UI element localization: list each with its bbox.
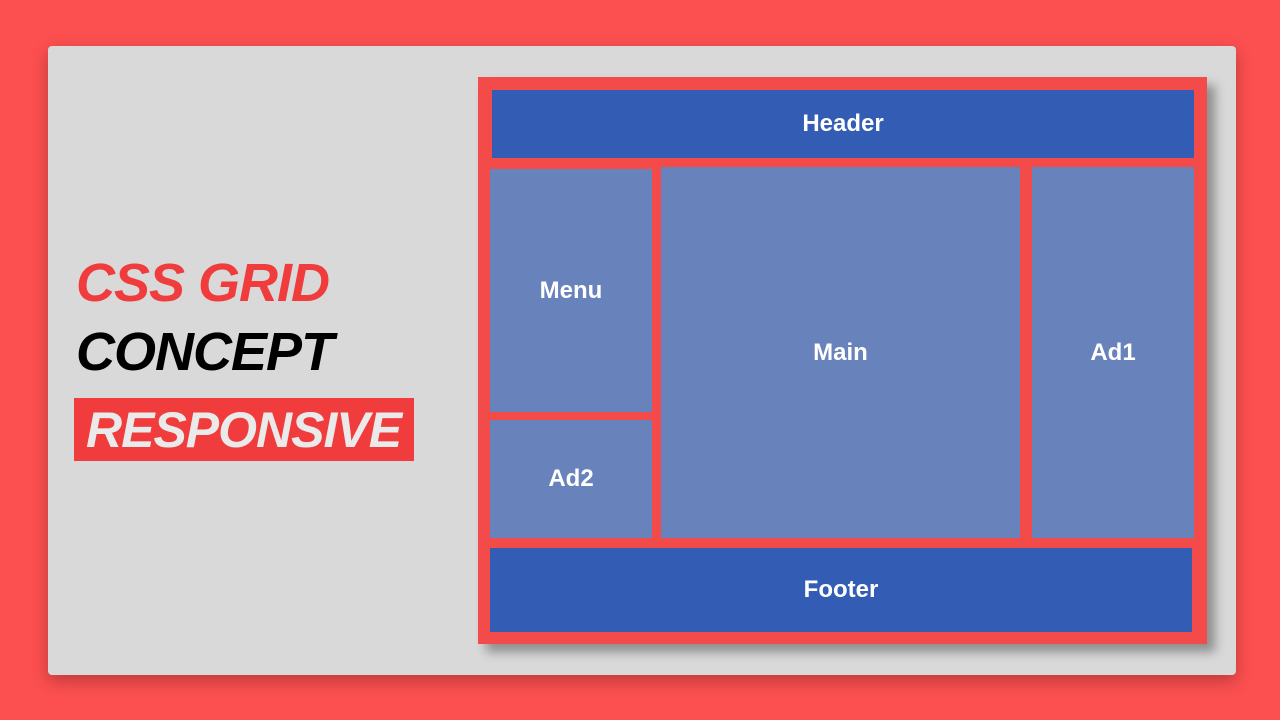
grid-area-menu: Menu [490,169,652,412]
grid-area-ad1: Ad1 [1032,167,1194,538]
title-css-grid: CSS GRID [76,253,330,313]
grid-area-footer: Footer [490,548,1192,632]
title-concept: CONCEPT [76,322,334,382]
grid-area-header: Header [492,90,1194,158]
grid-area-main: Main [661,167,1020,538]
grid-area-ad2: Ad2 [490,420,652,538]
responsive-badge: RESPONSIVE [74,398,414,461]
grid-layout-diagram: Header Menu Ad2 Main Ad1 Footer [478,77,1207,644]
title-responsive: RESPONSIVE [86,401,402,458]
